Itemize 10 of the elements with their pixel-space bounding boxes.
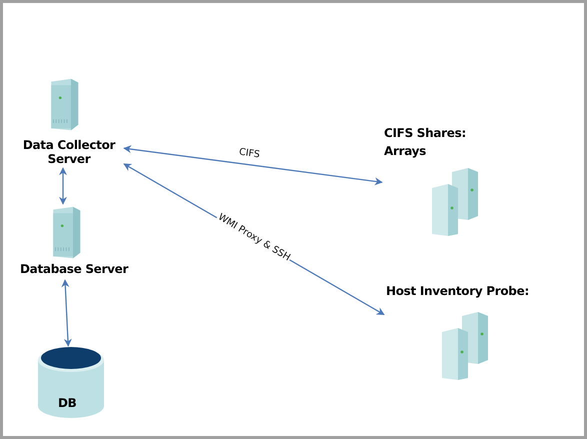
node-subtitle: Arrays [384, 144, 426, 158]
database-cylinder [36, 346, 106, 420]
node-label: Database Server [20, 262, 128, 276]
connector-arrow [61, 279, 72, 347]
node-label: Host Inventory Probe: [386, 284, 529, 298]
node-label: CIFS Shares: [384, 126, 466, 140]
connector-arrow [59, 167, 67, 205]
connector-arrow [123, 145, 383, 186]
database-label: DB [58, 396, 77, 410]
node-label: Data Collector Server [22, 138, 116, 166]
